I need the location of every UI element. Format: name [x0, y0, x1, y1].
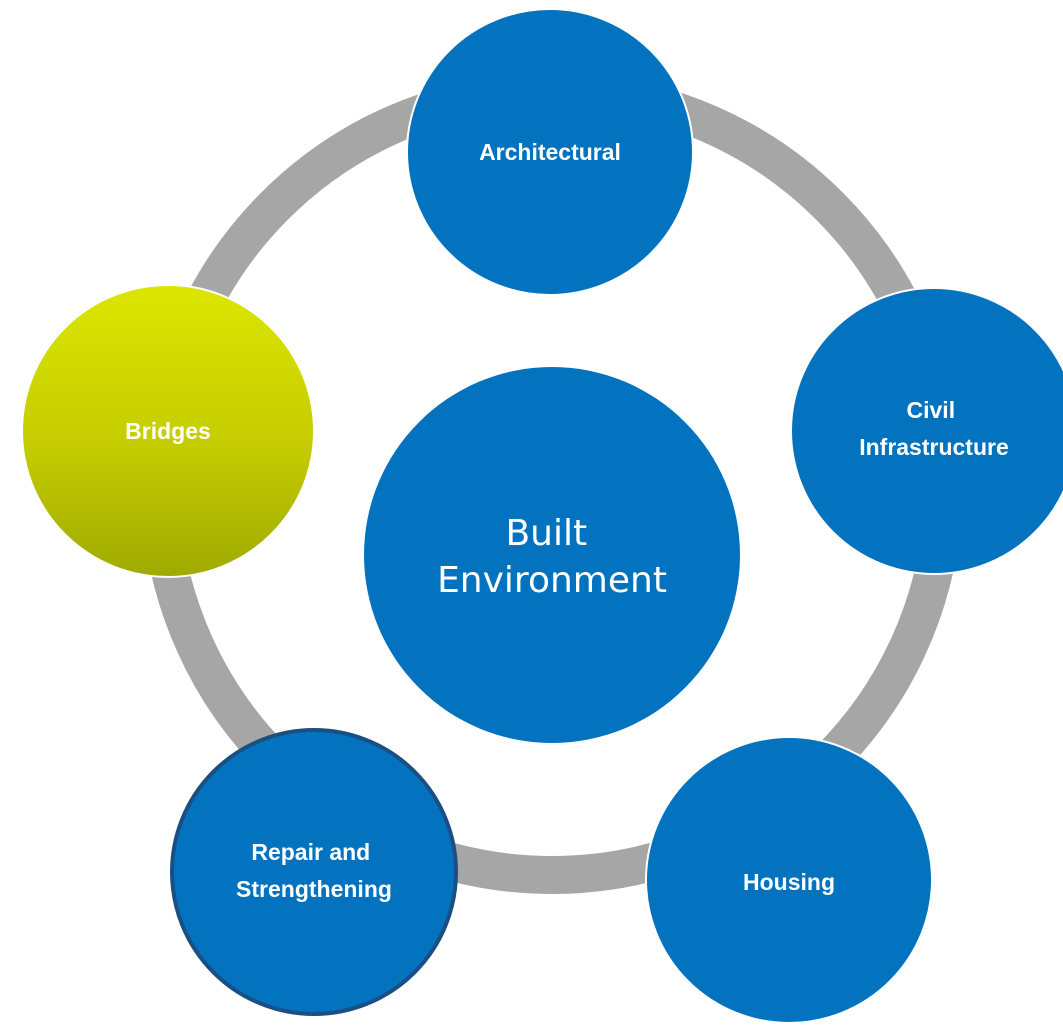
- center-node: Built Environment: [364, 367, 740, 743]
- node-civil-infrastructure-circle: [790, 287, 1063, 575]
- center-node-label-line-2: Environment: [437, 560, 667, 601]
- svg-text:Civil Infrastructure: Civil Infrastructure: [859, 397, 1009, 460]
- node-architectural-circle: [406, 8, 694, 296]
- center-node-circle: [364, 367, 740, 743]
- node-architectural-label: Architectural: [479, 139, 621, 165]
- svg-text:Bridges: Bridges: [125, 418, 211, 444]
- svg-text:Housing: Housing: [743, 869, 835, 895]
- node-repair-strengthening: Repair and Strengthening: [170, 728, 458, 1016]
- svg-text:Architectural: Architectural: [479, 139, 621, 165]
- node-repair-strengthening-label-line-2: Strengthening: [236, 876, 392, 902]
- node-housing-circle: [645, 736, 933, 1024]
- svg-text:Repair and Strengthening: Repair and Strengthening: [236, 839, 392, 902]
- svg-text:Built Environment: Built Environment: [437, 513, 667, 601]
- node-civil-infrastructure: Civil Infrastructure: [790, 287, 1063, 575]
- node-repair-strengthening-circle: [170, 728, 458, 1016]
- node-repair-strengthening-label-line-1: Repair and: [251, 839, 370, 865]
- node-bridges-label: Bridges: [125, 418, 211, 444]
- node-civil-infrastructure-label-line-1: Civil: [907, 397, 956, 423]
- node-bridges: Bridges: [21, 284, 315, 578]
- node-housing: Housing: [645, 736, 933, 1024]
- center-node-label-line-1: Built: [505, 513, 587, 554]
- node-housing-label: Housing: [743, 869, 835, 895]
- node-architectural: Architectural: [406, 8, 694, 296]
- node-bridges-circle: [21, 284, 315, 578]
- node-civil-infrastructure-label-line-2: Infrastructure: [859, 434, 1009, 460]
